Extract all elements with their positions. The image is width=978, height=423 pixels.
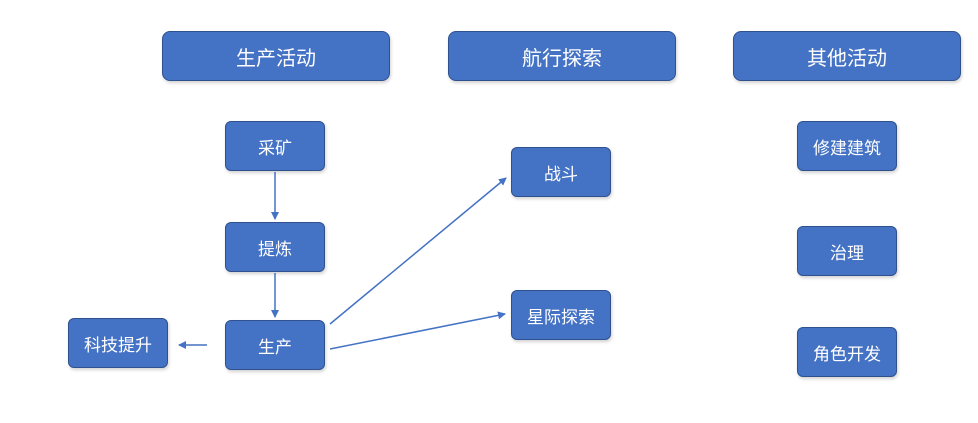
arrow-production-to-combat <box>329 177 507 325</box>
node-governance: 治理 <box>797 226 897 276</box>
node-production: 生产 <box>225 320 325 370</box>
header-other-activities: 其他活动 <box>733 31 961 81</box>
header-navigation-exploration: 航行探索 <box>448 31 676 81</box>
node-interstellar-exploration: 星际探索 <box>511 290 611 340</box>
node-construction: 修建建筑 <box>797 121 897 171</box>
header-production-activity: 生产活动 <box>162 31 390 81</box>
node-character-development: 角色开发 <box>797 327 897 377</box>
node-mining: 采矿 <box>225 121 325 171</box>
node-combat: 战斗 <box>511 147 611 197</box>
node-refining: 提炼 <box>225 222 325 272</box>
node-tech-upgrade: 科技提升 <box>68 318 168 368</box>
arrow-production-to-interstellar-exploration <box>329 311 506 350</box>
